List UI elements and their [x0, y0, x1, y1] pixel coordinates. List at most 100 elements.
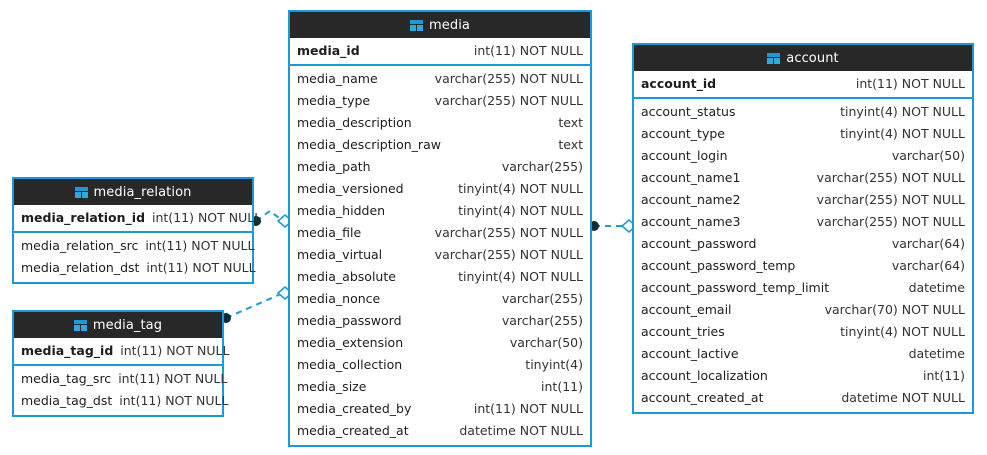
attribute-name: media_extension — [297, 335, 404, 350]
attribute-row[interactable]: account_name2 varchar(255) NOT NULL — [634, 189, 972, 211]
attribute-name: media_created_by — [297, 401, 412, 416]
entity-title: media_tag — [92, 317, 163, 333]
entity-attributes-media: media_name varchar(255) NOT NULL media_ty… — [290, 66, 590, 445]
attribute-row[interactable]: media_relation_src int(11) NOT NULL — [14, 235, 255, 257]
attribute-row[interactable]: media_created_at datetime NOT NULL — [290, 420, 590, 442]
table-icon — [74, 186, 88, 198]
attribute-row[interactable]: media_name varchar(255) NOT NULL — [290, 68, 590, 90]
attribute-name: account_lactive — [641, 346, 739, 361]
attribute-row-primary-key[interactable]: media_id int(11) NOT NULL — [290, 38, 590, 64]
entity-primary-key-section-account: account_id int(11) NOT NULL — [634, 71, 972, 99]
relationship-media-account[interactable] — [589, 218, 638, 234]
attribute-name: account_email — [641, 302, 732, 317]
attribute-type: varchar(255) — [501, 159, 583, 174]
attribute-row[interactable]: media_description text — [290, 112, 590, 134]
relationship-media_tag-media[interactable] — [221, 285, 294, 323]
attribute-name: media_relation_id — [21, 210, 146, 225]
attribute-type: text — [558, 137, 583, 152]
entity-attributes-media_relation: media_relation_src int(11) NOT NULL media… — [14, 233, 256, 282]
attribute-name: account_name2 — [641, 192, 741, 207]
entity-title: account — [786, 50, 839, 66]
attribute-name: media_absolute — [297, 269, 396, 284]
entity-table-account[interactable]: account account_id int(11) NOT NULL acco… — [632, 43, 974, 414]
attribute-type: int(11) NOT NULL — [145, 238, 255, 253]
attribute-name: media_file — [297, 225, 362, 240]
entity-header-account: account — [634, 45, 972, 71]
attribute-name: media_description — [297, 115, 412, 130]
attribute-type: varchar(255) NOT NULL — [816, 170, 965, 185]
attribute-name: media_path — [297, 159, 371, 174]
attribute-name: media_id — [297, 43, 360, 58]
entity-table-media_relation[interactable]: media_relation media_relation_id int(11)… — [12, 177, 261, 284]
attribute-name: media_virtual — [297, 247, 383, 262]
attribute-name: media_relation_src — [21, 238, 139, 253]
attribute-type: datetime — [908, 280, 965, 295]
attribute-type: varchar(255) NOT NULL — [434, 93, 583, 108]
attribute-row[interactable]: account_name1 varchar(255) NOT NULL — [634, 167, 972, 189]
attribute-type: int(11) NOT NULL — [120, 343, 230, 358]
entity-title: media — [429, 17, 470, 33]
entity-table-media_tag[interactable]: media_tag media_tag_id int(11) NOT NULL … — [12, 310, 229, 417]
attribute-row-primary-key[interactable]: account_id int(11) NOT NULL — [634, 71, 972, 97]
entity-header-media: media — [290, 12, 590, 38]
attribute-type: int(11) NOT NULL — [146, 260, 256, 275]
attribute-name: account_name1 — [641, 170, 741, 185]
attribute-row-primary-key[interactable]: media_relation_id int(11) NOT NULL — [14, 205, 261, 231]
attribute-row[interactable]: media_path varchar(255) — [290, 156, 590, 178]
attribute-type: varchar(255) NOT NULL — [816, 192, 965, 207]
attribute-name: account_localization — [641, 368, 768, 383]
attribute-row[interactable]: media_size int(11) — [290, 376, 590, 398]
attribute-name: media_name — [297, 71, 378, 86]
attribute-type: int(11) — [541, 379, 583, 394]
attribute-name: media_size — [297, 379, 367, 394]
attribute-name: account_login — [641, 148, 728, 163]
attribute-type: text — [558, 115, 583, 130]
table-icon — [767, 52, 781, 64]
entity-header-media_tag: media_tag — [14, 312, 222, 338]
attribute-type: varchar(255) NOT NULL — [434, 71, 583, 86]
entity-primary-key-section-media: media_id int(11) NOT NULL — [290, 38, 590, 66]
entity-title: media_relation — [93, 184, 192, 200]
attribute-name: account_type — [641, 126, 725, 141]
attribute-type: varchar(50) — [509, 335, 583, 350]
attribute-name: account_password_temp — [641, 258, 796, 273]
attribute-name: media_tag_src — [21, 371, 112, 386]
attribute-type: datetime NOT NULL — [459, 423, 583, 438]
attribute-type: tinyint(4) NOT NULL — [458, 181, 583, 196]
entity-table-media[interactable]: media media_id int(11) NOT NULL media_na… — [288, 10, 592, 447]
attribute-row-primary-key[interactable]: media_tag_id int(11) NOT NULL — [14, 338, 229, 364]
attribute-type: int(11) NOT NULL — [473, 43, 583, 58]
attribute-row[interactable]: media_extension varchar(50) — [290, 332, 590, 354]
entity-primary-key-section-media_relation: media_relation_id int(11) NOT NULL — [14, 205, 261, 233]
attribute-name: media_created_at — [297, 423, 409, 438]
attribute-type: int(11) NOT NULL — [855, 76, 965, 91]
